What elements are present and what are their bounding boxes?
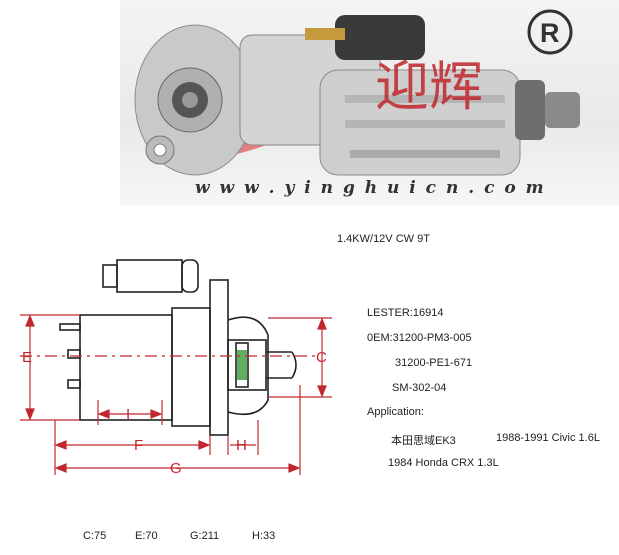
- dim-label-f: F: [134, 437, 143, 454]
- dimension-e: E:70: [135, 530, 158, 542]
- lester-number: LESTER:16914: [367, 307, 444, 319]
- starter-motor-image: 迎辉 R: [134, 9, 580, 176]
- website-watermark: w w w . y i n g h u i c n . c o m: [195, 178, 546, 198]
- oem-number-1: 0EM:31200-PM3-005: [367, 332, 472, 344]
- dim-label-c: C: [316, 349, 327, 366]
- svg-text:R: R: [540, 18, 560, 48]
- dimension-drawing: E C I F H G: [20, 259, 332, 477]
- oem-number-3: SM-302-04: [392, 382, 447, 394]
- registered-mark-icon: [527, 9, 573, 55]
- application-years: 1988-1991 Civic 1.6L: [496, 432, 600, 444]
- application-label: Application:: [367, 406, 424, 418]
- dimension-c: C:75: [83, 530, 107, 542]
- dim-label-h: H: [236, 437, 247, 454]
- dimension-h: H:33: [252, 530, 276, 542]
- application-line-2: 1984 Honda CRX 1.3L: [388, 457, 499, 469]
- brand-watermark: 迎辉: [375, 55, 483, 118]
- application-model: 本田思域EK3: [391, 435, 456, 447]
- dim-label-e: E: [22, 349, 32, 366]
- dimension-g: G:211: [190, 530, 220, 542]
- dim-label-i: I: [126, 406, 130, 423]
- power-spec: 1.4KW/12V CW 9T: [337, 233, 430, 245]
- product-photo: 迎辉 R w w w . y i n g h u i c n . c o m: [120, 0, 619, 205]
- oem-number-2: 31200-PE1-671: [395, 357, 473, 369]
- dim-label-g: G: [170, 460, 182, 477]
